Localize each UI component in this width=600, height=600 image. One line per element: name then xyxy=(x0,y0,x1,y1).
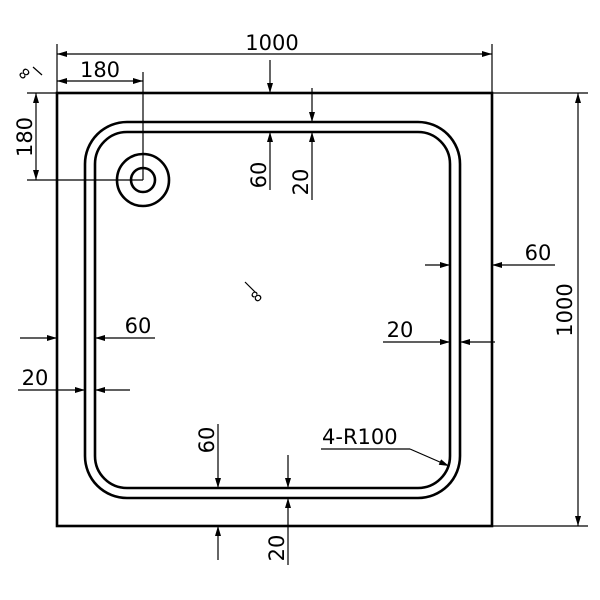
dimension-rim-bottom-60: 60 xyxy=(195,424,221,560)
dimension-rim-bottom-20: 20 xyxy=(265,455,291,565)
label-rim-right-20: 20 xyxy=(387,318,414,342)
label-overall-width: 1000 xyxy=(245,31,298,55)
label-drain-offset-y: 180 xyxy=(13,117,37,157)
dimension-drain-offset-x: 180 xyxy=(57,58,144,180)
callout-corner-radius: 4-R100 xyxy=(321,425,450,467)
label-rim-top-20: 20 xyxy=(289,169,313,196)
label-drain-offset-x: 180 xyxy=(80,58,120,82)
label-rim-top-60: 60 xyxy=(247,162,271,189)
tray-rim-outer xyxy=(83,120,462,500)
dimension-rim-top-20: 20 xyxy=(289,88,315,200)
corner-mark: 8 xyxy=(16,64,43,82)
label-rim-right-60: 60 xyxy=(525,241,552,265)
label-rim-left-20: 20 xyxy=(22,366,49,390)
dimension-rim-right-20: 20 xyxy=(383,318,495,345)
label-rim-left-60: 60 xyxy=(125,314,152,338)
dimension-rim-left-60: 60 xyxy=(20,314,155,341)
label-overall-depth: 1000 xyxy=(553,283,577,336)
dimension-drain-offset-y: 180 xyxy=(13,92,143,181)
dimension-rim-right-60: 60 xyxy=(425,241,555,268)
dimension-rim-top-60: 60 xyxy=(247,60,273,190)
label-rim-bottom-20: 20 xyxy=(265,535,289,562)
center-mark: 8 xyxy=(244,281,266,306)
dimension-overall-depth: 1000 xyxy=(492,92,588,527)
label-corner-mark: 8 xyxy=(16,64,34,82)
dimension-rim-left-20: 20 xyxy=(18,366,130,393)
label-rim-bottom-60: 60 xyxy=(195,427,219,454)
label-corner-radius: 4-R100 xyxy=(322,425,398,449)
tray-outer-outline xyxy=(55,91,494,528)
label-center-mark: 8 xyxy=(248,288,266,306)
dimension-overall-width: 1000 xyxy=(56,31,493,93)
